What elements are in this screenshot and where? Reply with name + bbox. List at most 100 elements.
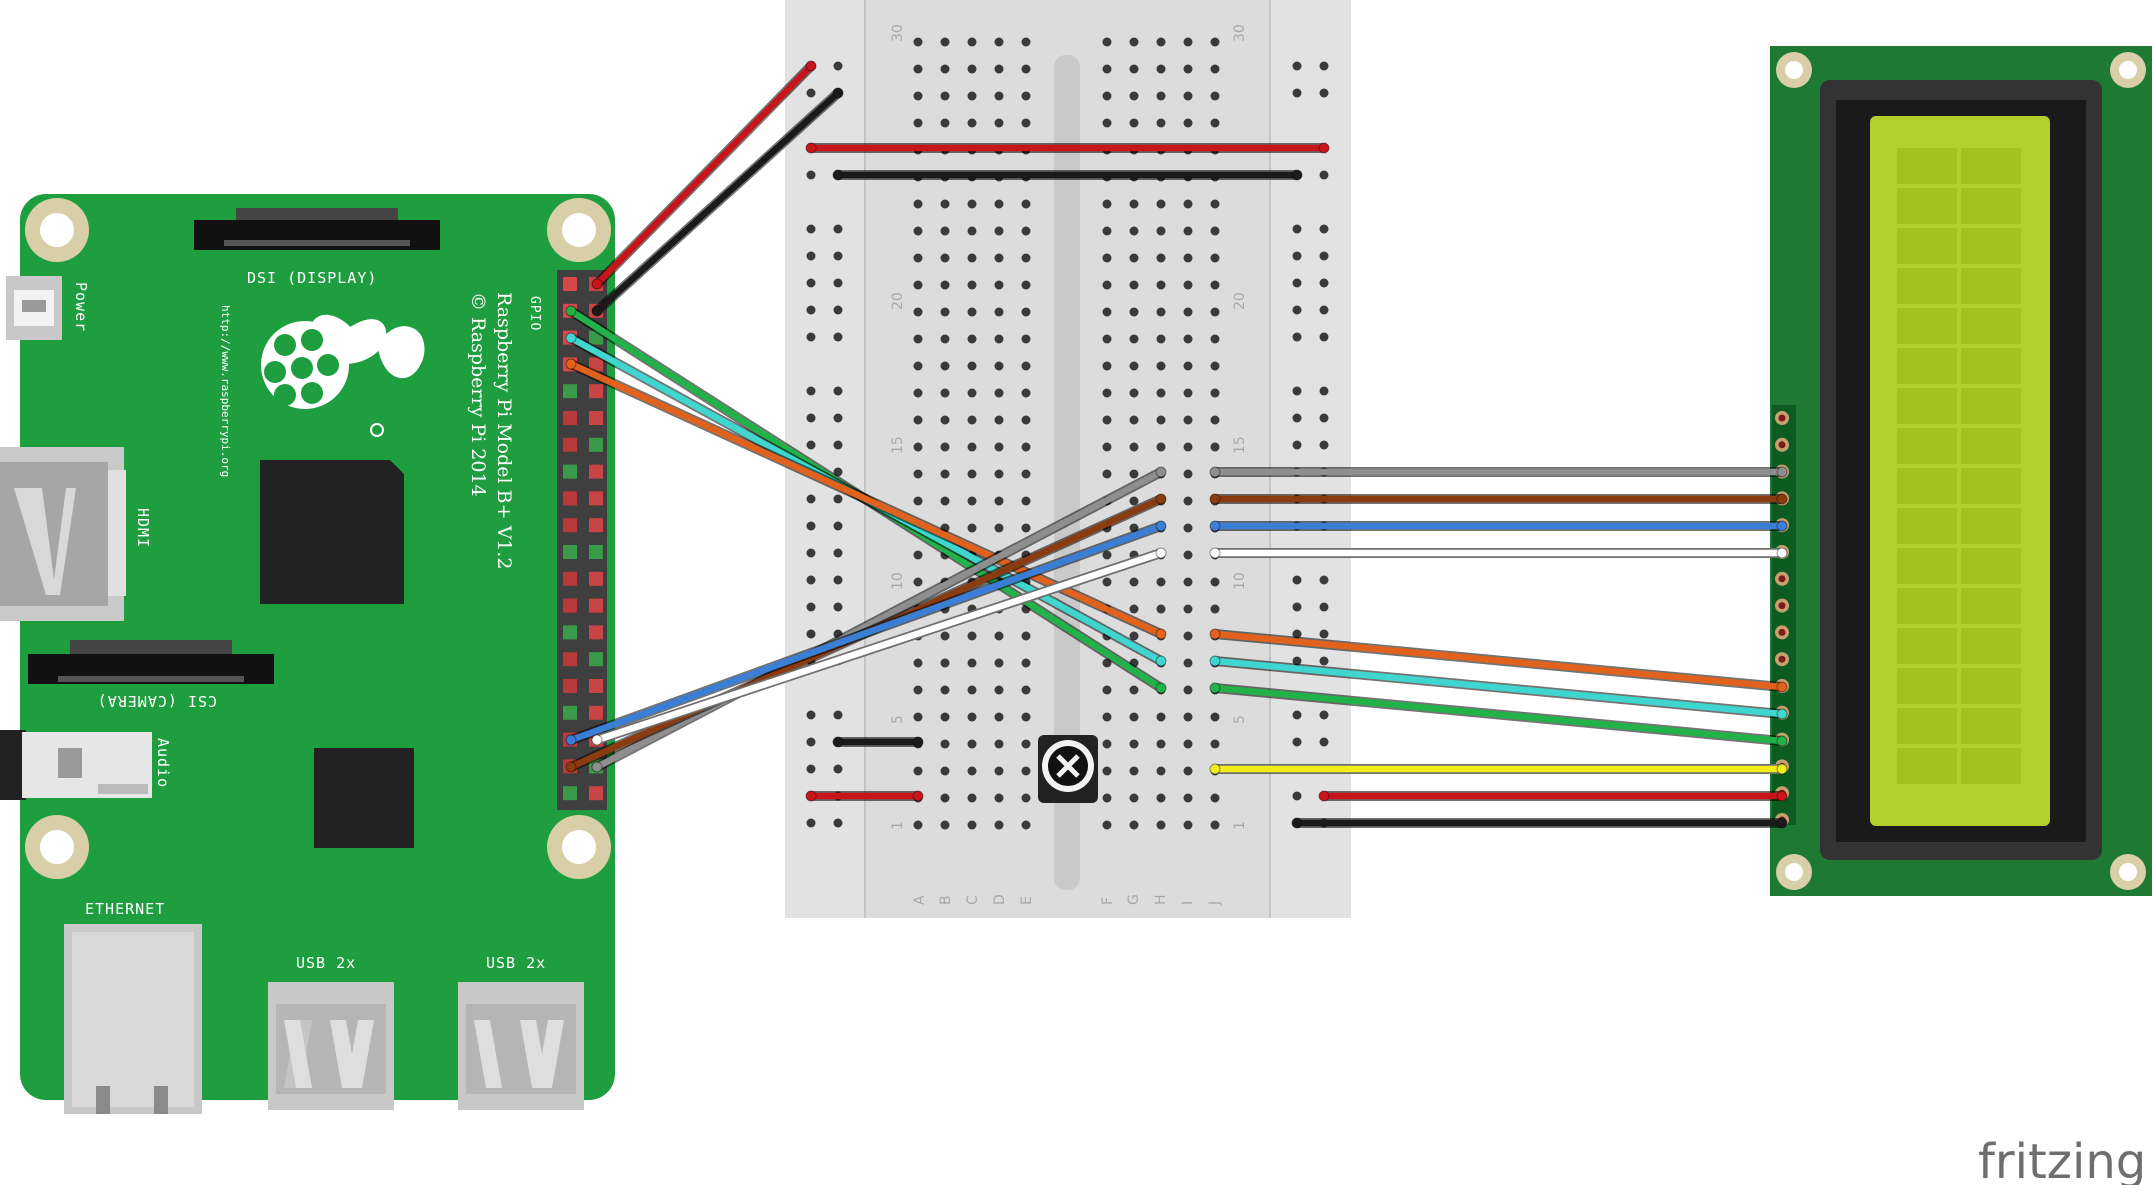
- lcd-cell: [1961, 588, 2021, 624]
- registered-mark-icon: [370, 423, 384, 437]
- wire-pi-to-breadboard-orange-end: [1155, 628, 1167, 640]
- lcd-module: [1770, 46, 2152, 896]
- gpio-pin: [589, 491, 603, 506]
- gpio-pin: [589, 357, 603, 372]
- wire-rail-to-lcd-red-end: [1776, 790, 1788, 802]
- lcd-cell: [1897, 188, 1957, 224]
- gpio-pin: [563, 545, 577, 559]
- power-label: Power: [72, 282, 90, 332]
- wire-pi-to-breadboard-cyan-end: [565, 332, 577, 344]
- fritzing-watermark: fritzing: [1978, 1134, 2146, 1185]
- wire-pi-to-breadboard-gray-end: [1155, 466, 1167, 478]
- breadboard-holes: [806, 37, 1329, 830]
- wire-pi-to-breadboard-white-end: [591, 734, 603, 746]
- raspberry-pi-board: Power DSI (DISPLAY) http://www.raspberry…: [0, 194, 615, 1114]
- lcd-cell: [1961, 148, 2021, 184]
- model-label: Raspberry Pi Model B+ V1.2: [493, 292, 515, 570]
- col-letter-g: G: [1126, 894, 1142, 905]
- wire-pi-to-breadboard-orange-end: [565, 358, 577, 370]
- lan-chip: [314, 748, 414, 848]
- gpio-pin: [563, 437, 577, 452]
- row-number-10: 10: [890, 572, 906, 590]
- mounting-holes: [25, 198, 611, 879]
- wire-pi-gnd-to-rail-end: [591, 305, 603, 317]
- lcd-cell: [1897, 308, 1957, 344]
- gpio-pin: [589, 545, 603, 559]
- row-number-20: 20: [890, 292, 906, 310]
- gpio-pin: [563, 464, 577, 479]
- gpio-pin: [589, 464, 603, 479]
- lcd-cell: [1897, 508, 1957, 544]
- wire-pot-ground-jumper-end: [832, 736, 844, 748]
- lcd-cell: [1897, 228, 1957, 264]
- ethernet-port-icon: [64, 924, 202, 1114]
- lcd-character-grid: [1897, 148, 2021, 784]
- gpio-pin: [563, 491, 577, 506]
- gpio-pin: [563, 571, 577, 586]
- wire-pi-to-breadboard-green-end: [565, 305, 577, 317]
- usb-label-2: USB 2x: [486, 954, 546, 972]
- gpio-pins: [563, 277, 603, 801]
- breadboard-row-numbers: 30 30 20 20 15 15 10 10 5 5 1 1: [890, 24, 1248, 830]
- lcd-cell: [1897, 268, 1957, 304]
- wire-pi-5v-to-rail-end: [591, 278, 603, 290]
- wire-pi-to-breadboard-cyan-end: [1155, 655, 1167, 667]
- lcd-cell: [1897, 548, 1957, 584]
- gpio-pin: [563, 411, 577, 425]
- wire-rail-to-lcd-black-end: [1776, 817, 1788, 829]
- wire-rail-power-jumper-end: [805, 142, 817, 154]
- lcd-cell: [1961, 348, 2021, 384]
- wire-breadboard-to-lcd-cyan-end: [1776, 708, 1788, 720]
- row-number-30: 30: [890, 24, 906, 42]
- row-number-10-right: 10: [1232, 572, 1248, 590]
- wire-rail-ground-jumper-end: [832, 169, 844, 181]
- col-letter-a: A: [912, 895, 928, 905]
- gpio-pin: [589, 598, 603, 613]
- gpio-pin: [589, 384, 603, 399]
- row-number-15-right: 15: [1232, 436, 1248, 454]
- gpio-pin: [563, 598, 577, 613]
- wire-breadboard-to-lcd-gray-end: [1209, 466, 1221, 478]
- lcd-cell: [1961, 628, 2021, 664]
- wire-pi-to-breadboard-blue-end: [1155, 520, 1167, 532]
- wire-breadboard-to-lcd-cyan: [1211, 657, 1786, 718]
- pi-pcb: [20, 194, 615, 1100]
- wire-pot-ground-jumper-end: [912, 736, 924, 748]
- col-letter-b: B: [938, 895, 954, 905]
- wire-pi-5v-to-rail: [593, 62, 815, 288]
- lcd-cell: [1897, 428, 1957, 464]
- usb-port-2-icon: [458, 982, 584, 1110]
- lcd-cell: [1961, 228, 2021, 264]
- gpio-pin: [563, 384, 577, 399]
- wire-pot-power-jumper-end: [805, 790, 817, 802]
- wire-rail-power-jumper-end: [1318, 142, 1330, 154]
- center-channel: [1054, 55, 1080, 890]
- lcd-cell: [1961, 548, 2021, 584]
- gpio-pin: [589, 705, 603, 720]
- gpio-pin: [563, 625, 577, 640]
- col-letter-d: D: [992, 894, 1008, 905]
- gpio-pin: [589, 411, 603, 425]
- row-number-5-right: 5: [1232, 715, 1248, 724]
- lcd-cell: [1961, 468, 2021, 504]
- wire-pi-5v-to-rail-end: [805, 60, 817, 72]
- lcd-cell: [1961, 708, 2021, 744]
- wire-breadboard-to-lcd-orange: [1211, 630, 1786, 691]
- col-letter-i: I: [1180, 901, 1196, 905]
- lcd-cell: [1897, 388, 1957, 424]
- lcd-cell: [1961, 188, 2021, 224]
- gpio-pin: [589, 652, 603, 667]
- audio-label: Audio: [154, 738, 172, 788]
- wire-breadboard-to-lcd-cyan-end: [1209, 655, 1221, 667]
- usb-label-1: USB 2x: [296, 954, 356, 972]
- csi-label: CSI (CAMERA): [97, 692, 217, 710]
- wire-pi-to-breadboard-gray-end: [591, 761, 603, 773]
- col-letter-e: E: [1019, 896, 1035, 905]
- lcd-cell: [1961, 748, 2021, 784]
- wire-breadboard-to-lcd-brown-end: [1776, 493, 1788, 505]
- lcd-cell: [1897, 148, 1957, 184]
- wire-breadboard-to-lcd-orange-end: [1209, 628, 1221, 640]
- lcd-mounting-holes: [1776, 52, 2146, 890]
- wire-breadboard-to-lcd-blue-end: [1776, 520, 1788, 532]
